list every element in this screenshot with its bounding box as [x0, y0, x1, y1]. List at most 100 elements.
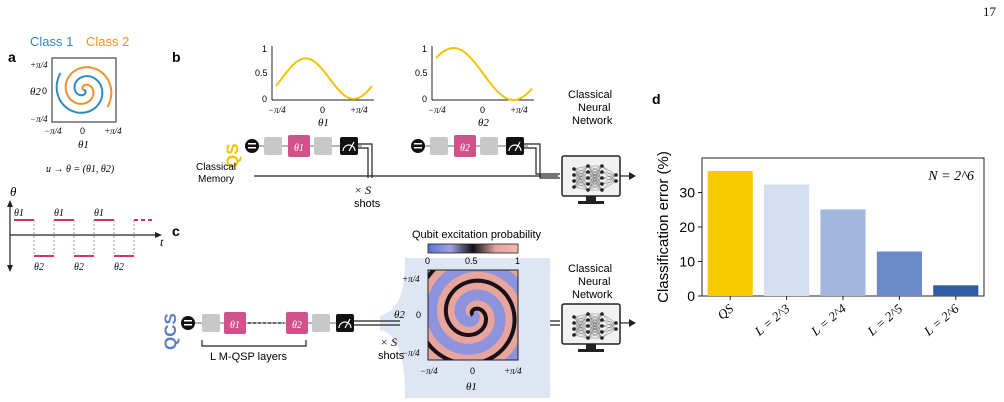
- timeline-label-top-2: θ1: [54, 208, 64, 219]
- heat-xtick-right: +π/4: [504, 366, 522, 376]
- nn-node: [600, 170, 604, 174]
- nn-node: [614, 327, 618, 331]
- qs-circuit-2: θ2: [411, 135, 560, 179]
- classical-memory-label-1: Classical: [196, 162, 236, 173]
- qs-label: QS: [223, 143, 242, 168]
- neural-network-monitor-icon: [561, 155, 621, 204]
- nn-node: [600, 336, 604, 340]
- plot1-xtick-mid: 0: [320, 105, 325, 115]
- chart-ylabel: Classification error (%): [655, 151, 672, 303]
- qubit-init-icon: [181, 316, 195, 330]
- y-tick-label-3: 30: [679, 185, 695, 201]
- nn-node: [600, 318, 604, 322]
- colorbar-tick-0: 0: [425, 256, 430, 266]
- heat-ytick-mid: 0: [416, 310, 421, 320]
- spiral-xlabel: θ1: [78, 139, 89, 151]
- y-tick-label-1: 10: [679, 254, 695, 270]
- plot1-curve: [275, 57, 373, 100]
- gate-theta2-label: θ2: [460, 143, 470, 154]
- plot-theta2: 1 0.5 0 −π/4 0 +π/4 θ2: [415, 44, 534, 129]
- pulse-sequence: [14, 219, 154, 257]
- gate-grey: [480, 137, 498, 155]
- gate-theta1: [288, 135, 310, 157]
- x-tick-label-2: L = 2^4: [807, 300, 849, 339]
- output-arrow-b: [629, 172, 636, 180]
- qubit-init-icon: [411, 139, 425, 153]
- plot1-ytick-0: 0: [262, 94, 267, 104]
- plot2-xtick-right: +π/4: [510, 105, 528, 115]
- nn-node: [586, 330, 590, 334]
- spiral-ytick-top: +π/4: [30, 60, 48, 70]
- plot1-xlabel: θ1: [318, 117, 329, 129]
- measurement-icon: [506, 137, 524, 155]
- class2-spiral: [64, 66, 113, 108]
- panel-label-c: c: [172, 223, 180, 239]
- gate-grey: [430, 137, 448, 155]
- qs-circuit-1: θ1: [245, 135, 373, 178]
- heat-ylabel: θ2: [394, 309, 405, 321]
- spiral-xtick-right: +π/4: [104, 126, 122, 136]
- x-tick-label-3: L = 2^5: [864, 300, 906, 339]
- heat-xlabel: θ1: [466, 381, 477, 393]
- bar-4: [933, 285, 979, 296]
- nn-node: [572, 173, 576, 177]
- bar-1: [764, 184, 810, 296]
- timeline-y-label: θ: [10, 184, 17, 199]
- nn-c-label-2: Neural: [578, 276, 610, 288]
- qcs-gate-theta2-label: θ2: [292, 320, 302, 331]
- nn-node: [586, 324, 590, 328]
- nn-node: [614, 321, 618, 325]
- gate-grey: [312, 314, 330, 332]
- x-tick-label-1: L = 2^3: [751, 300, 793, 339]
- heat-ytick-top: +π/4: [402, 274, 420, 284]
- nn-node: [572, 185, 576, 189]
- qcs-shots-multiplier: × S: [380, 335, 397, 349]
- gate-theta1: [224, 312, 246, 334]
- bar-0: [707, 171, 753, 296]
- classical-memory-label-2: Memory: [198, 174, 234, 185]
- x-tick-label-0: QS: [714, 300, 736, 322]
- nn-node: [572, 321, 576, 325]
- nn-node: [586, 176, 590, 180]
- class1-label: Class 1: [30, 34, 73, 49]
- nn-c-label-3: Network: [572, 289, 613, 301]
- nn-node: [572, 179, 576, 183]
- heat-xtick-left: −π/4: [420, 366, 438, 376]
- panel-label-a: a: [8, 49, 16, 65]
- qs-shots-multiplier: × S: [354, 183, 371, 197]
- gate-grey: [314, 137, 332, 155]
- spiral-plot-frame: [51, 57, 117, 123]
- gate-grey: [202, 314, 220, 332]
- nn-node: [572, 327, 576, 331]
- colorbar-tick-05: 0.5: [465, 256, 478, 266]
- qcs-shots-label: shots: [378, 350, 405, 362]
- y-tick-label-0: 0: [687, 288, 695, 304]
- layers-label: L M-QSP layers: [210, 351, 288, 363]
- plot2-ytick-1: 1: [422, 44, 427, 54]
- plot-theta1: 1 0.5 0 −π/4 0 +π/4 θ1: [255, 44, 374, 129]
- plot1-ytick-05: 0.5: [255, 68, 268, 78]
- panel-label-b: b: [172, 49, 181, 65]
- nn-node: [572, 315, 576, 319]
- qcs-label: QCS: [161, 313, 180, 350]
- x-tick-label-4: L = 2^6: [920, 300, 962, 339]
- nn-node: [600, 188, 604, 192]
- timeline-label-bottom-2: θ2: [74, 262, 84, 273]
- timeline-y-arrow-down: [7, 265, 13, 272]
- spiral-ytick-bottom: −π/4: [30, 114, 48, 124]
- output-arrow-c: [629, 319, 636, 327]
- plot1-ytick-1: 1: [262, 44, 267, 54]
- class2-label: Class 2: [86, 34, 129, 49]
- timeline-x-label: t: [160, 235, 164, 249]
- plot2-xtick-left: −π/4: [428, 105, 446, 115]
- gate-grey: [264, 137, 282, 155]
- nn-c-label-1: Classical: [568, 263, 612, 275]
- panel-label-d: d: [652, 91, 661, 107]
- nn-node: [586, 312, 590, 316]
- heat-ytick-bottom: −π/4: [402, 348, 420, 358]
- gate-theta2: [286, 312, 308, 334]
- plot2-curve: [435, 46, 533, 101]
- nn-node: [600, 330, 604, 334]
- timeline-label-top-1: θ1: [14, 208, 24, 219]
